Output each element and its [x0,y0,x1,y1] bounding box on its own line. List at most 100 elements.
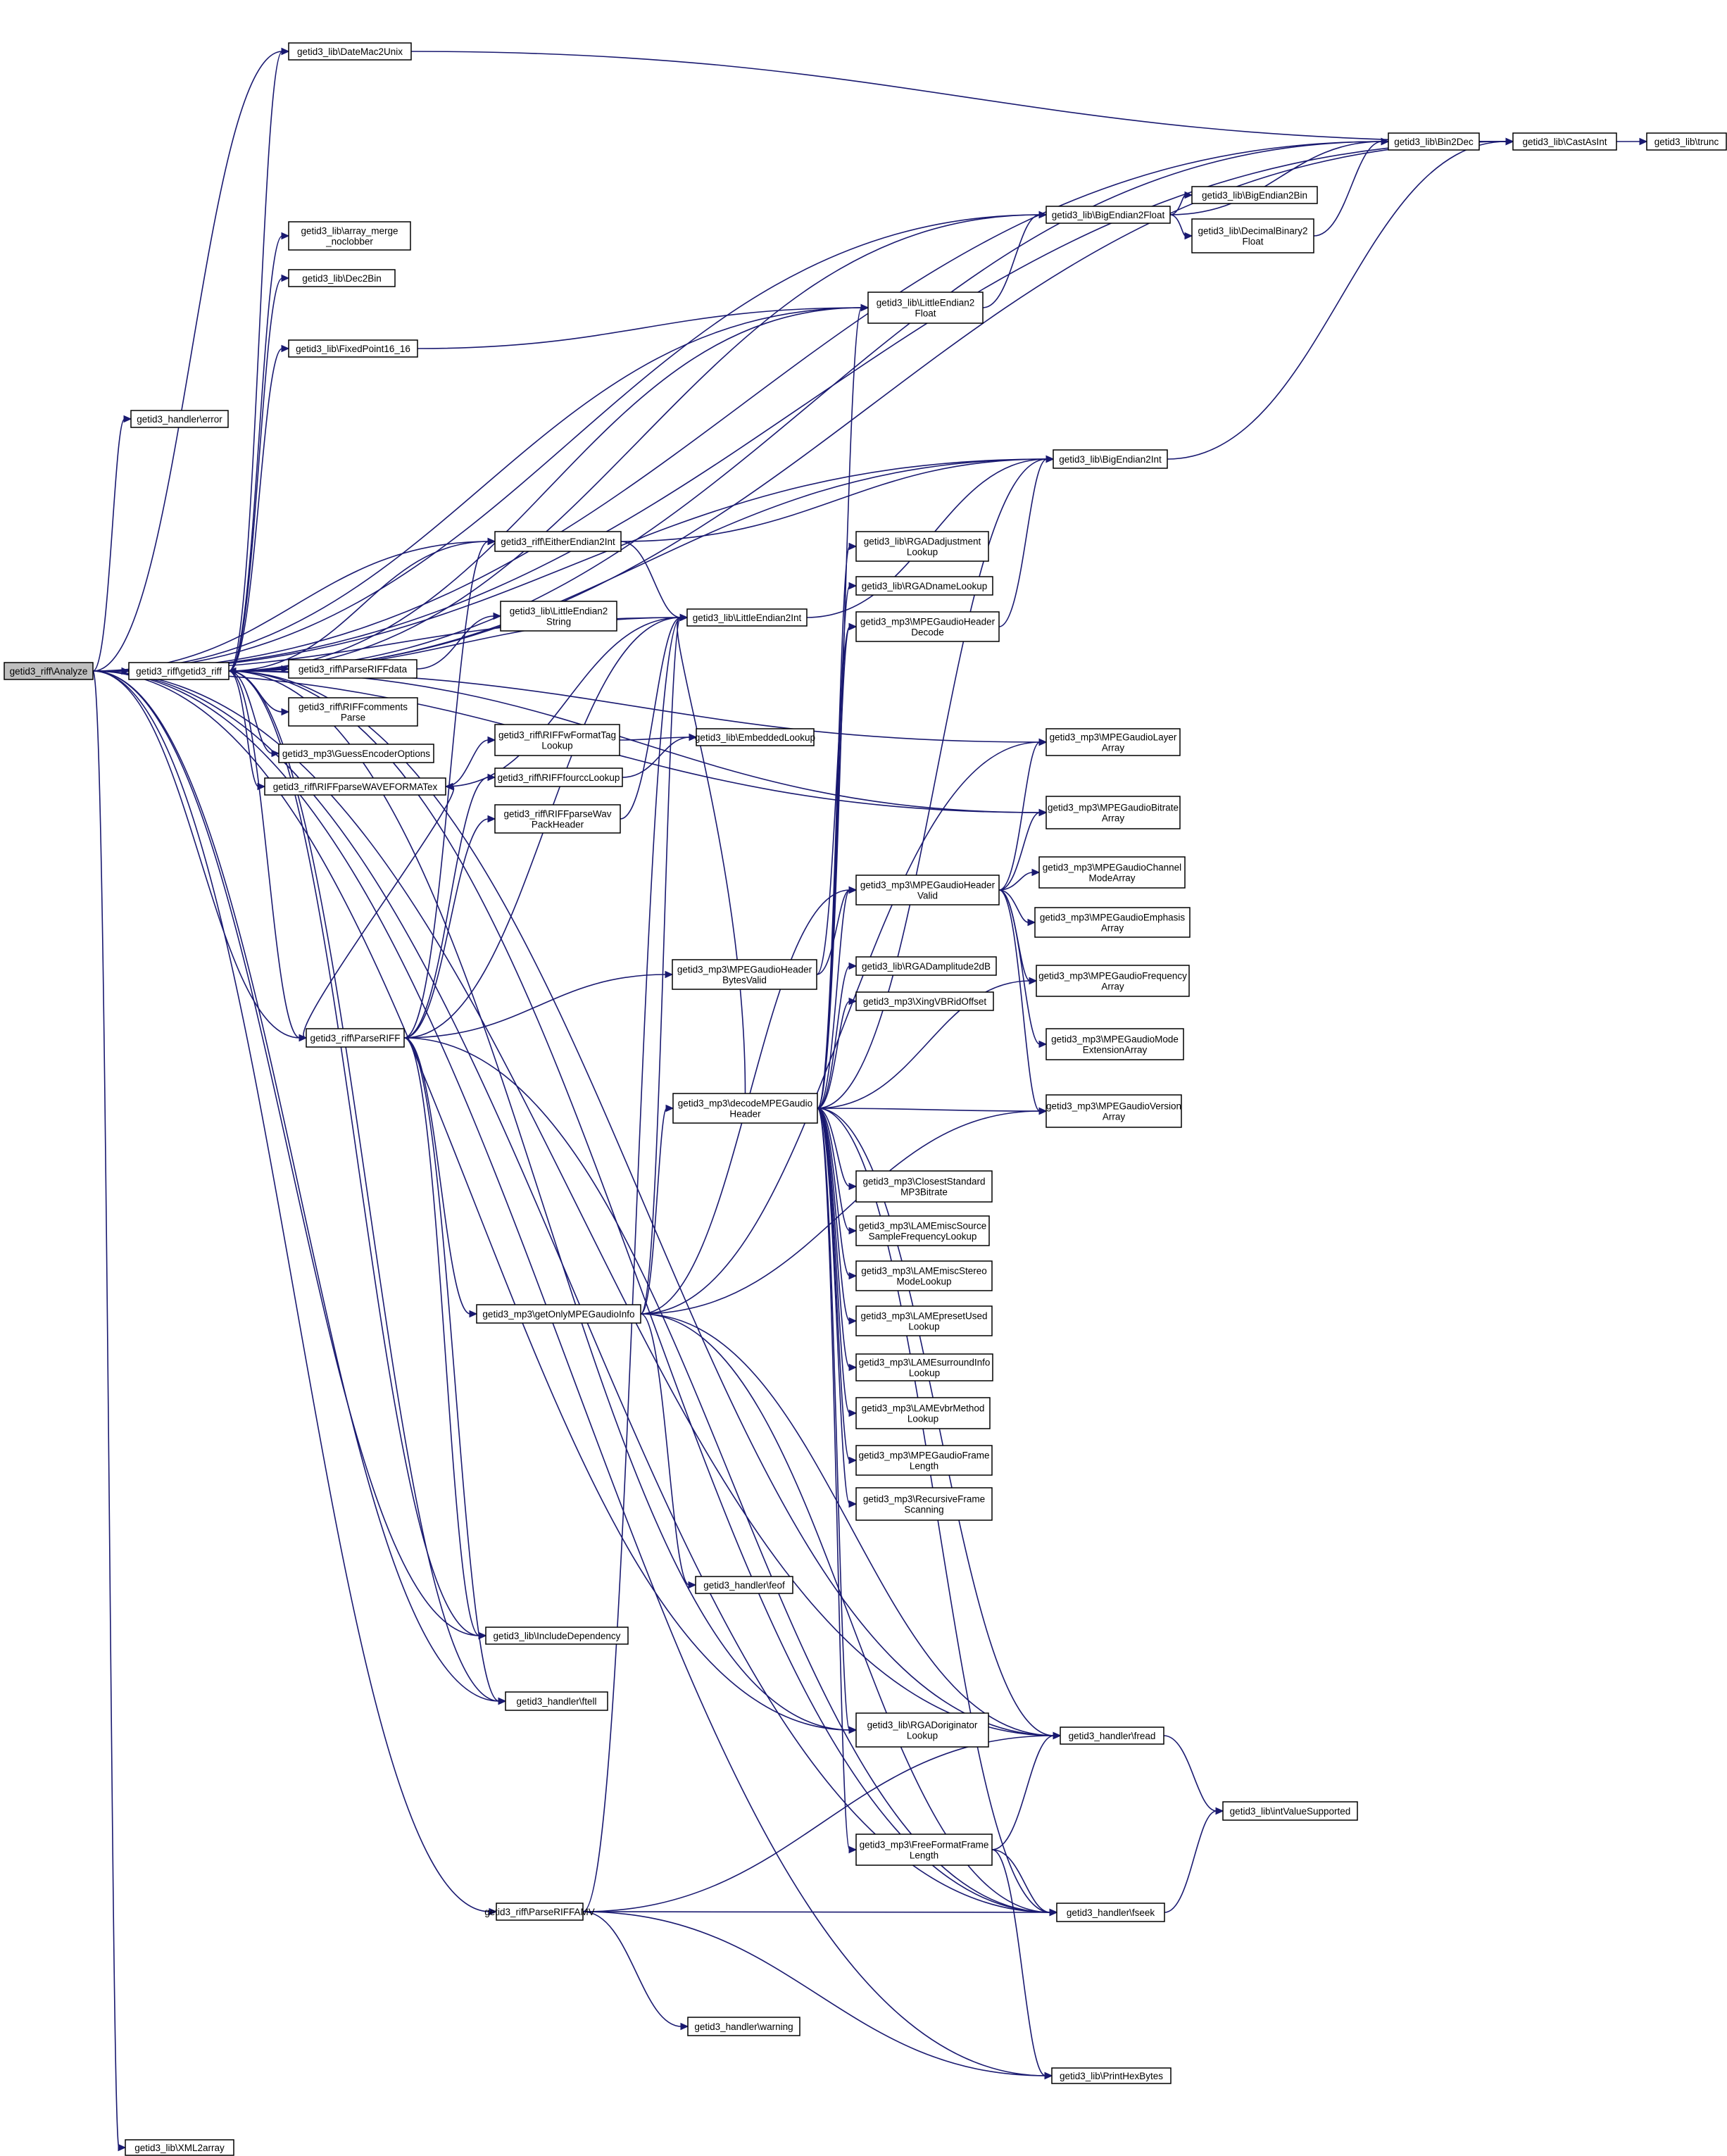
node-box-lamesource[interactable] [855,1215,990,1246]
node-box-handler_error[interactable] [130,410,229,428]
node-box-datemac2unix[interactable] [288,42,412,61]
node-box-parseriff[interactable] [306,1028,405,1048]
node-fixedpoint[interactable]: getid3_lib\FixedPoint16_16 [288,339,418,358]
node-xml2array[interactable]: getid3_lib\XML2array [125,2139,234,2156]
node-box-handler_feof[interactable] [695,1576,793,1594]
node-box-lamevbr[interactable] [855,1397,991,1429]
node-box-riffwformattag[interactable] [494,724,620,756]
node-box-lamestereo[interactable] [855,1260,993,1291]
node-bin2dec[interactable]: getid3_lib\Bin2Dec [1388,132,1480,151]
node-box-mpegemphasis[interactable] [1034,907,1191,938]
node-box-handler_fread[interactable] [1060,1726,1164,1745]
node-bigendian2float[interactable]: getid3_lib\BigEndian2Float [1045,206,1171,224]
node-box-array_merge[interactable] [288,221,411,251]
node-box-analyze[interactable] [4,662,94,680]
node-box-decodempeg[interactable] [672,1093,818,1124]
node-guessencoder[interactable]: getid3_mp3\GuessEncoderOptions [278,744,434,763]
node-box-bin2dec[interactable] [1388,132,1480,151]
node-box-embeddedlookup[interactable] [696,728,815,746]
node-box-handler_warning[interactable] [687,2017,800,2036]
node-handler_warning[interactable]: getid3_handler\warning [687,2017,800,2036]
node-handler_fread[interactable]: getid3_handler\fread [1060,1726,1164,1745]
node-lamesource[interactable]: getid3_mp3\LAMEmiscSourceSampleFrequency… [855,1215,990,1246]
node-le2int[interactable]: getid3_lib\LittleEndian2Int [686,608,808,627]
node-box-dec2bin[interactable] [288,269,396,287]
node-box-mpegheaderdecode[interactable] [855,611,1000,642]
node-box-le2float[interactable] [867,292,984,324]
node-box-closeststd[interactable] [855,1170,993,1203]
node-box-parseriffamv[interactable] [496,1903,584,1921]
node-box-fixedpoint[interactable] [288,339,418,358]
node-box-includedep[interactable] [485,1627,629,1645]
node-box-mpegheadervalid[interactable] [855,875,1000,905]
node-handler_error[interactable]: getid3_handler\error [130,410,229,428]
node-trunc[interactable]: getid3_lib\trunc [1646,132,1727,151]
node-rifffourcc[interactable]: getid3_riff\RIFFfourccLookup [494,767,623,787]
node-embeddedlookup[interactable]: getid3_lib\EmbeddedLookup [695,728,815,746]
node-dec2bin[interactable]: getid3_lib\Dec2Bin [288,269,396,287]
node-box-mpegversion[interactable] [1045,1094,1182,1128]
node-intvalue[interactable]: getid3_lib\intValueSupported [1222,1801,1358,1821]
node-handler_fseek[interactable]: getid3_handler\fseek [1056,1903,1165,1922]
node-box-getid3_riff[interactable] [128,662,230,680]
node-box-lamesurround[interactable] [855,1353,993,1381]
node-box-le2string[interactable] [500,601,617,632]
node-box-bigendian2bin[interactable] [1191,186,1318,204]
node-box-castasint[interactable] [1512,132,1617,151]
node-box-handler_fseek[interactable] [1056,1903,1165,1922]
node-box-guessencoder[interactable] [278,744,434,763]
node-datemac2unix[interactable]: getid3_lib\DateMac2Unix [288,42,412,61]
node-box-decimalbinary[interactable] [1191,218,1314,253]
node-box-parseriffdata[interactable] [288,659,417,679]
node-box-rgadorigin[interactable] [855,1712,989,1748]
node-array_merge[interactable]: getid3_lib\array_merge_noclobber [288,221,411,251]
node-box-le2int[interactable] [686,608,808,627]
node-rgadamp[interactable]: getid3_lib\RGADamplitude2dB [855,956,997,976]
node-bigendian2int[interactable]: getid3_lib\BigEndian2Int [1053,449,1168,469]
node-box-mpegfrequency[interactable] [1036,965,1190,997]
node-box-lamepreset[interactable] [855,1305,993,1336]
node-box-printhex[interactable] [1051,2067,1172,2084]
node-box-intvalue[interactable] [1222,1801,1358,1821]
node-getid3_riff[interactable]: getid3_riff\getid3_riff [128,662,230,680]
node-box-trunc[interactable] [1646,132,1727,151]
node-box-riffcomments[interactable] [288,697,418,727]
node-box-mpeglayer[interactable] [1045,728,1181,756]
node-box-rgadamp[interactable] [855,956,997,976]
node-box-riffwavpack[interactable] [494,804,621,834]
node-box-xingvbr[interactable] [855,991,994,1011]
node-box-bigendian2int[interactable] [1053,449,1168,469]
node-box-xml2array[interactable] [125,2139,234,2156]
node-parseriff[interactable]: getid3_riff\ParseRIFF [306,1028,405,1048]
node-handler_feof[interactable]: getid3_handler\feof [695,1576,793,1594]
node-box-eitherendian[interactable] [494,531,622,552]
node-analyze[interactable]: getid3_riff\Analyze [4,662,94,680]
node-bigendian2bin[interactable]: getid3_lib\BigEndian2Bin [1191,186,1318,204]
node-handler_ftell[interactable]: getid3_handler\ftell [505,1691,608,1711]
node-rgadname[interactable]: getid3_lib\RGADnameLookup [855,576,993,596]
node-box-handler_ftell[interactable] [505,1691,608,1711]
node-castasint[interactable]: getid3_lib\CastAsInt [1512,132,1617,151]
node-box-mpegmodeext[interactable] [1045,1028,1184,1060]
